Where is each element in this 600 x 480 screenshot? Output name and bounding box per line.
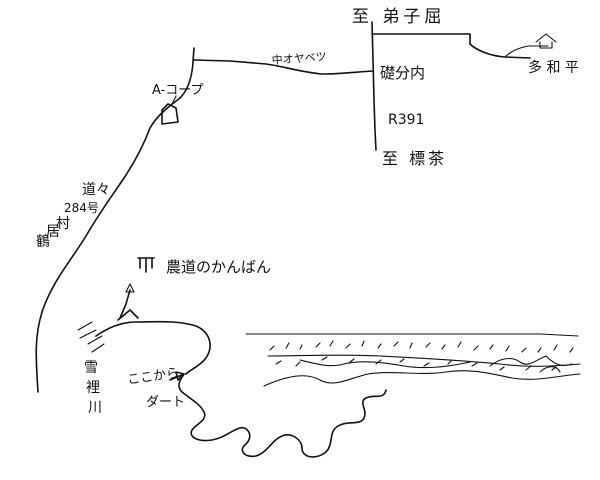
- setsuri-to-river-road: [95, 320, 211, 375]
- dirt-road-winding: [178, 373, 387, 458]
- tawa-daira-icon: [535, 33, 557, 49]
- label-tsurui-village: 鶴 居 村: [36, 216, 70, 250]
- label-start-here-line1: ここから: [126, 366, 180, 388]
- label-setsuri: 雪 裡 川: [84, 360, 104, 416]
- label-tawa-daira-3: 平: [565, 60, 579, 76]
- label-tawa-daira-1: 多: [528, 59, 542, 76]
- label-setsuri-2: 裡: [86, 380, 100, 396]
- label-route-391: R391: [388, 112, 424, 128]
- ridge-tick-marks-2: [275, 356, 557, 371]
- mountain-horizon-line: [267, 354, 581, 367]
- a-coop-pointer: [171, 95, 177, 105]
- farm-road-spur: [119, 289, 131, 319]
- label-prefectural-road-kanji: 道々: [82, 182, 110, 198]
- setsuri-junction: [117, 309, 139, 321]
- route-391-road: [371, 21, 377, 151]
- label-to-teshikaga: 至 弟子屈: [352, 7, 445, 27]
- route-284-road: [35, 47, 195, 393]
- label-a-coop: A-コープ: [152, 83, 204, 98]
- label-tsurui-1: 鶴: [36, 233, 50, 250]
- farm-road-sign-icon: [137, 257, 155, 273]
- label-tawa-daira: 多 和 平: [528, 59, 579, 76]
- mountain-ridge-upper: [245, 333, 579, 337]
- setsuri-river-marks: [77, 321, 105, 353]
- label-setsuri-1: 雪: [84, 360, 98, 376]
- naka-oyabetsu-road: [193, 59, 373, 75]
- label-naka-oyabetsu: 中オヤベツ: [271, 50, 327, 67]
- label-to-shibecha: 至 標茶: [382, 149, 447, 168]
- start-here-arrowhead: [175, 371, 185, 381]
- label-prefectural-road-number: 284号: [64, 201, 99, 215]
- ridge-bump-right: [539, 366, 561, 373]
- tawa-daira-road-upper: [504, 45, 549, 58]
- label-tawa-daira-2: 和: [546, 60, 560, 76]
- label-tsurui-3: 村: [56, 216, 70, 232]
- label-tsurui-2: 居: [46, 224, 60, 240]
- ridge-tick-marks: [269, 340, 574, 353]
- mountain-peaks-right: [489, 355, 573, 367]
- farm-road-spur-arrow: [125, 283, 135, 293]
- label-isobunnai: 礎分内: [380, 64, 425, 82]
- label-farm-road-sign: 農道のかんばん: [166, 258, 271, 276]
- label-start-here-line2: ダート: [146, 395, 185, 410]
- tawa-daira-road: [469, 33, 531, 59]
- mountain-ridge-lower: [263, 370, 581, 387]
- a-coop-building-icon: [161, 103, 179, 125]
- mountain-ridge-middle: [299, 359, 471, 369]
- label-setsuri-3: 川: [88, 400, 102, 416]
